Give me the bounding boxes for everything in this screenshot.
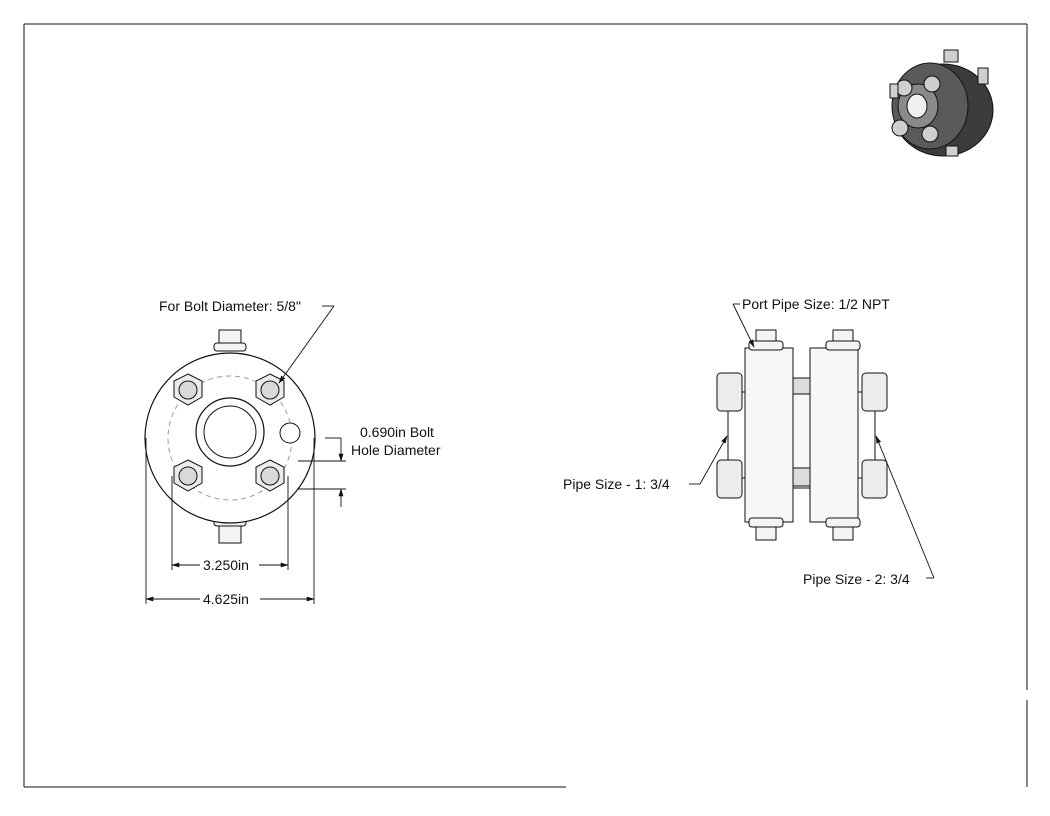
- front-view: [144, 329, 316, 544]
- front-dimensions: [145, 305, 346, 604]
- sheet-border: [23, 23, 1028, 788]
- bolt-diameter-label: For Bolt Diameter: 5/8": [159, 298, 301, 314]
- outer-diameter-dimension: 4.625in: [203, 591, 249, 607]
- hole-diameter-label-line2: Hole Diameter: [351, 442, 441, 458]
- front-nuts: [173, 373, 285, 492]
- side-view: [716, 329, 888, 541]
- isometric-view: [889, 49, 994, 157]
- bolt-circle-dimension: 3.250in: [203, 557, 249, 573]
- annotation-labels: For Bolt Diameter: 5/8" 0.690in Bolt Hol…: [159, 296, 910, 607]
- pipe-size-1-label: Pipe Size - 1: 3/4: [563, 476, 670, 492]
- side-leaders: [689, 303, 935, 579]
- hole-diameter-label-line1: 0.690in Bolt: [360, 424, 434, 440]
- pipe-size-2-label: Pipe Size - 2: 3/4: [803, 571, 910, 587]
- port-pipe-label: Port Pipe Size: 1/2 NPT: [742, 296, 890, 312]
